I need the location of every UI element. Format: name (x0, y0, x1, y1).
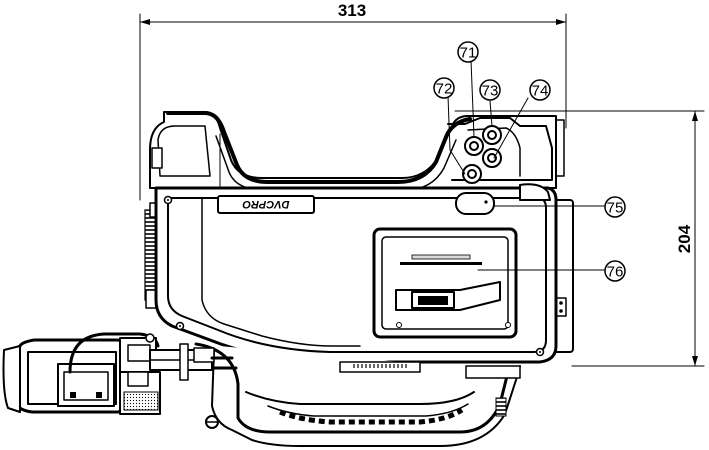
callout-73: 73 (479, 79, 501, 101)
callout-74: 74 (529, 79, 551, 101)
width-arrow-right (556, 19, 566, 25)
width-dimension-label: 313 (338, 1, 366, 20)
callout-leaders (447, 59, 605, 271)
callout-74-label: 74 (532, 83, 549, 100)
width-arrow-left (140, 19, 150, 25)
height-dimension: 204 (454, 110, 705, 367)
bottom-grip (194, 342, 521, 447)
callout-73-label: 73 (482, 83, 499, 100)
callout-71: 71 (457, 41, 479, 63)
height-arrow-bottom (692, 356, 698, 366)
front-attachment (2, 332, 238, 415)
callout-76: 76 (604, 260, 626, 282)
callout-76-label: 76 (607, 264, 624, 281)
height-arrow-top (692, 111, 698, 121)
callout-75-label: 75 (607, 200, 624, 217)
callout-72: 72 (433, 77, 455, 99)
callout-75: 75 (604, 196, 626, 218)
button-75 (455, 192, 495, 215)
height-dimension-label: 204 (675, 224, 694, 253)
rear-edge-strip (144, 202, 159, 309)
callout-72-label: 72 (436, 81, 453, 98)
dvcpro-logo-text: DVCPRO (242, 198, 290, 210)
dvcpro-logo: DVCPRO (217, 195, 315, 214)
top-carry-handle (149, 111, 557, 191)
cassette-door-76 (372, 227, 518, 339)
callout-71-label: 71 (460, 45, 477, 62)
width-dimension: 313 (139, 1, 567, 201)
